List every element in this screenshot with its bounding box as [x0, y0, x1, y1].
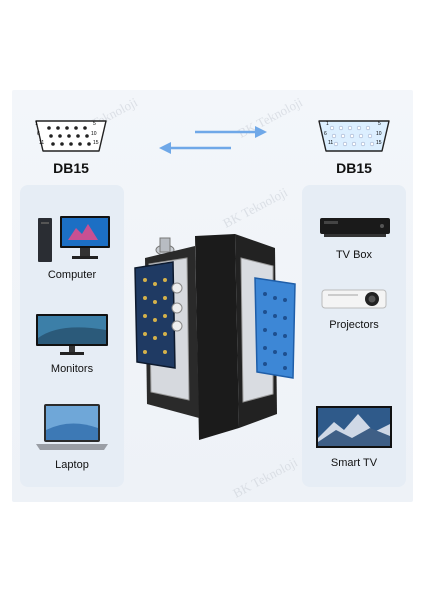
- computer-icon: [38, 216, 110, 262]
- pin-number: 5: [378, 121, 381, 127]
- device-label: Computer: [47, 269, 97, 281]
- pin-number: 1: [326, 121, 329, 127]
- device-label: Laptop: [55, 459, 89, 471]
- bidirectional-arrow-icon: [155, 122, 271, 163]
- pin-number: 1: [35, 121, 38, 127]
- pin-number: 11: [328, 140, 334, 146]
- device-smart-tv: Smart TV: [302, 404, 406, 469]
- monitor-icon: [36, 314, 108, 355]
- smart-tv-icon: [316, 406, 392, 448]
- device-label: Projectors: [329, 319, 379, 331]
- device-monitor: Monitors: [20, 312, 124, 375]
- db15-female-port-diagram: 1 5 6 10 11 15: [316, 118, 392, 159]
- device-label: TV Box: [335, 249, 373, 261]
- pin-number: 5: [93, 121, 96, 127]
- pin-number: 6: [37, 131, 40, 137]
- laptop-icon: [36, 404, 108, 450]
- db15-adapter-photo: [125, 228, 305, 453]
- device-computer: Computer: [20, 214, 124, 281]
- projector-icon: [321, 289, 387, 309]
- right-port-label: DB15: [336, 160, 372, 176]
- pin-number: 6: [324, 131, 327, 137]
- device-label: Monitors: [50, 363, 94, 375]
- db15-male-port-diagram: 1 5 6 10 11 15: [33, 118, 109, 159]
- pin-number: 10: [376, 131, 382, 137]
- tv-box-icon: [320, 218, 390, 237]
- device-label: Smart TV: [330, 457, 378, 469]
- pin-number: 11: [39, 140, 45, 146]
- pin-number: 10: [91, 131, 97, 137]
- device-tv-box: TV Box: [302, 212, 406, 261]
- pin-number: 15: [93, 140, 99, 146]
- pin-number: 15: [376, 140, 382, 146]
- device-projector: Projectors: [302, 284, 406, 331]
- device-laptop: Laptop: [20, 402, 124, 471]
- left-port-label: DB15: [53, 160, 89, 176]
